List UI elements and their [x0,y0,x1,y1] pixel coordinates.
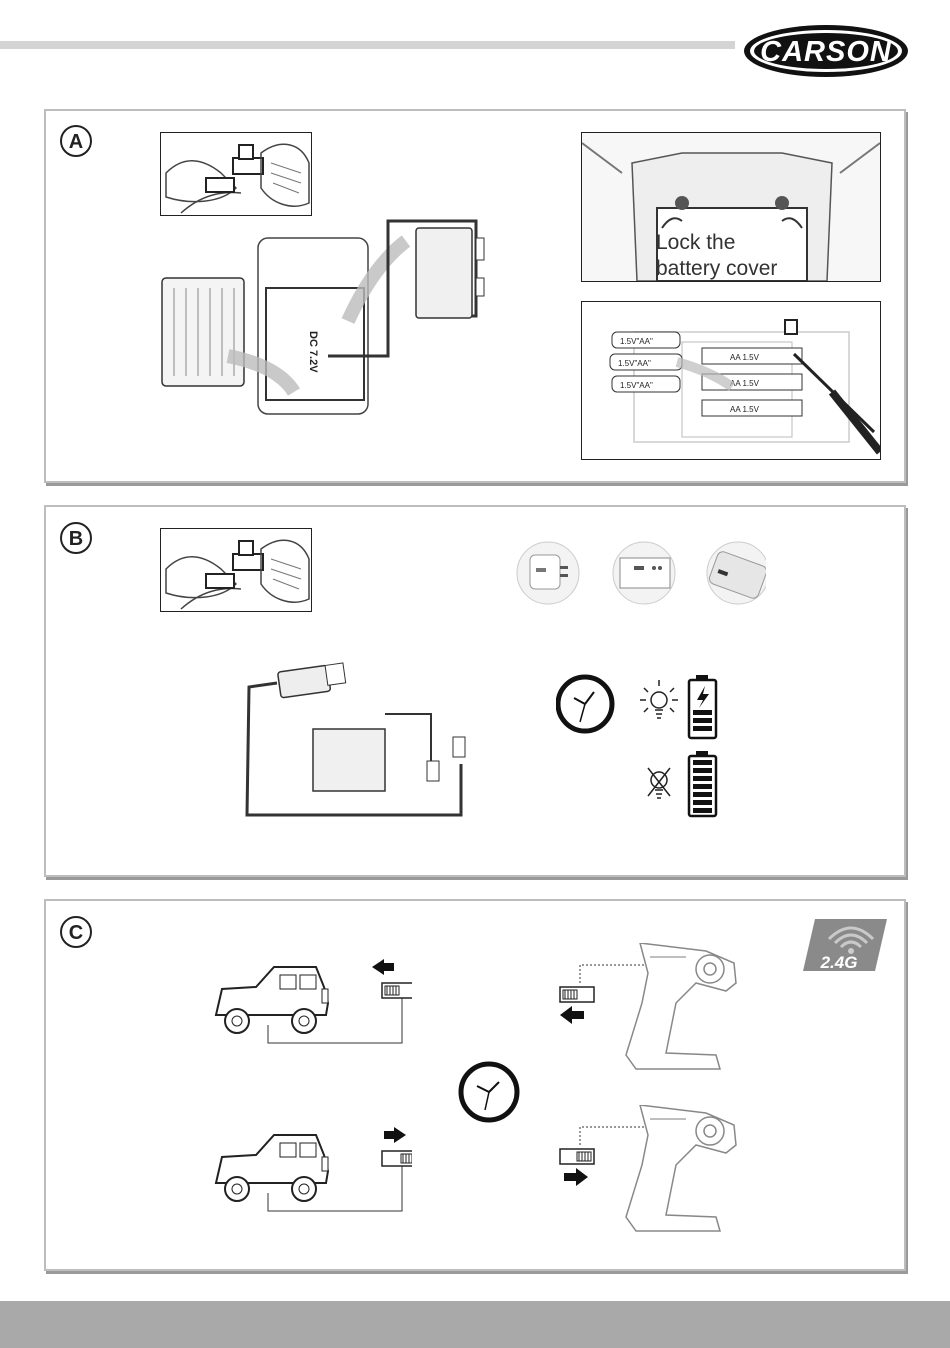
aa-battery-inset: AA 1.5V AA 1.5V AA 1.5V 1.5V"AA" 1.5V"AA… [581,301,881,460]
svg-text:2.4G: 2.4G [820,953,858,972]
svg-text:B: B [69,528,83,550]
car-icon [216,1135,328,1201]
svg-text:1.5V"AA": 1.5V"AA" [618,359,651,368]
carson-logo: CARSON [742,22,910,80]
section-b-panel: B [44,505,906,877]
usb-power-sources [516,540,766,610]
section-badge: A [60,125,92,157]
usb-charging-cable-drawing [241,659,481,821]
power-bank-icon [707,542,766,604]
battery-compartment-drawing: DC 7.2V [158,216,518,426]
battery-charging-icon [689,675,716,738]
arrow-right-icon [384,1127,406,1143]
clock-icon [558,677,612,731]
arrow-left-icon [372,959,394,975]
svg-text:AA 1.5V: AA 1.5V [730,353,760,362]
charging-status [556,670,726,840]
transmitter-icon [626,1105,736,1231]
svg-text:1.5V"AA": 1.5V"AA" [620,381,653,390]
transmitter-icon [626,943,736,1069]
transmitter-power-switch-off [556,1105,766,1235]
arrow-left-icon [560,1006,584,1024]
section-a-panel: A DC 7.2V [44,109,906,483]
svg-text:AA 1.5V: AA 1.5V [730,405,760,414]
section-badge: C [60,916,92,948]
arrow-right-icon [564,1168,588,1186]
aa-battery-holder-icon: AA 1.5V AA 1.5V AA 1.5V 1.5V"AA" 1.5V"AA… [582,302,880,459]
plug-connector-icon [161,529,311,611]
header-rule [0,41,735,49]
connector-inset [160,528,312,612]
section-c-panel: C 2.4G [44,899,906,1271]
plug-connector-icon [161,133,311,215]
lock-cover-label-2: battery cover [656,257,777,281]
connector-inset [160,132,312,216]
battery-full-icon [689,751,716,816]
light-off-icon [648,768,670,798]
svg-text:C: C [69,922,83,944]
car-icon [216,967,328,1033]
light-on-icon [640,680,678,718]
car-power-switch-on [212,959,412,1051]
section-badge: B [60,522,92,554]
car-power-switch-off [212,1127,412,1219]
svg-text:CARSON: CARSON [760,36,892,68]
usb-wall-adapter-icon [517,542,579,604]
usb-port-icon [613,542,675,604]
transmitter-power-switch-on [556,943,766,1073]
lock-cover-inset: Lock the battery cover [581,132,881,282]
svg-text:1.5V"AA": 1.5V"AA" [620,337,653,346]
svg-text:A: A [69,131,83,153]
svg-text:DC 7.2V: DC 7.2V [307,331,319,373]
signal-2-4g-badge: 2.4G [801,917,889,973]
footer-bar [0,1301,950,1348]
lock-cover-label-1: Lock the [656,231,735,255]
clock-icon [457,1060,521,1124]
